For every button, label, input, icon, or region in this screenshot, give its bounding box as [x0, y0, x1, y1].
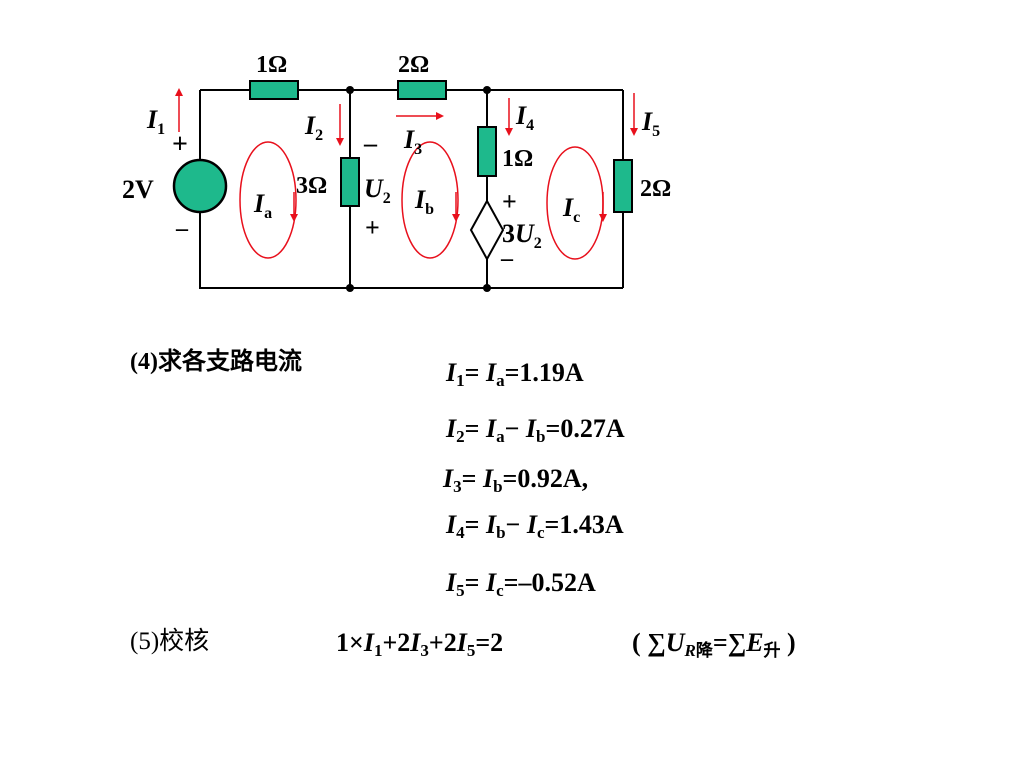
- current-i3-label: I3: [403, 125, 422, 158]
- equation-i2: I2= Ia− Ib=0.27A: [446, 414, 625, 446]
- current-i4-label: I4: [515, 101, 534, 134]
- current-i2-label: I2: [304, 111, 323, 144]
- resistor-right-vertical: [477, 126, 497, 177]
- loop-b-label: Ib: [414, 185, 434, 218]
- junction-dot: [346, 284, 354, 292]
- junction-dot: [483, 86, 491, 94]
- loop-a-label: Ia: [253, 189, 272, 222]
- current-i1-label: I1: [146, 105, 165, 138]
- dep-minus: –: [500, 246, 514, 272]
- voltage-source: [172, 158, 228, 214]
- kvl-rule: ( ∑UR降=∑E升 ): [632, 628, 796, 661]
- step4-title: (4)求各支路电流: [130, 348, 302, 374]
- u2-plus: +: [365, 213, 380, 242]
- u2-minus: –: [363, 129, 378, 158]
- equation-i5: I5= Ic=–0.52A: [446, 568, 596, 600]
- label-top-mid-resistor: 2Ω: [398, 52, 429, 78]
- junction-dot: [346, 86, 354, 94]
- equation-i1: I1= Ia=1.19A: [446, 358, 584, 390]
- resistor-far-right: [613, 159, 633, 213]
- loop-b-ellipse: [401, 141, 459, 259]
- step5-title: (5)校核: [130, 628, 209, 654]
- loop-c-ellipse: [546, 146, 604, 260]
- current-arrows: [175, 88, 638, 222]
- label-far-right-resistor: 2Ω: [640, 176, 671, 202]
- current-i5-label: I5: [641, 107, 660, 140]
- u2-label: U2: [364, 174, 391, 207]
- source-plus: +: [172, 129, 188, 160]
- resistor-top-mid: [397, 80, 447, 100]
- dependent-source-label: 3U2: [502, 219, 542, 252]
- resistor-middle: [340, 157, 360, 207]
- loop-c-label: Ic: [562, 193, 580, 226]
- source-minus: –: [175, 216, 189, 242]
- resistor-top-left: [249, 80, 299, 100]
- wires: [199, 89, 624, 289]
- junction-dots: [346, 86, 491, 292]
- label-middle-resistor: 3Ω: [296, 173, 327, 199]
- source-voltage-label: 2V: [122, 175, 154, 204]
- step5-title-text: (5)校核: [130, 628, 210, 655]
- equation-i4: I4= Ib− Ic=1.43A: [446, 510, 624, 542]
- step4-title-text: (4)求各支路电流: [130, 349, 302, 375]
- label-right-resistor: 1Ω: [502, 146, 533, 172]
- dependent-source: [469, 198, 505, 262]
- check-equation: 1×I1+2I3+2I5=2: [336, 628, 504, 660]
- loop-a-ellipse: [239, 141, 297, 259]
- circuit-diagram: 1Ω 2Ω 3Ω 1Ω 2Ω 2V + – – + U2 + – 3U2 I1 …: [122, 52, 671, 292]
- junction-dot: [483, 284, 491, 292]
- dep-plus: +: [502, 187, 517, 216]
- equation-i3: I3= Ib=0.92A,: [443, 464, 589, 496]
- label-top-left-resistor: 1Ω: [256, 52, 287, 78]
